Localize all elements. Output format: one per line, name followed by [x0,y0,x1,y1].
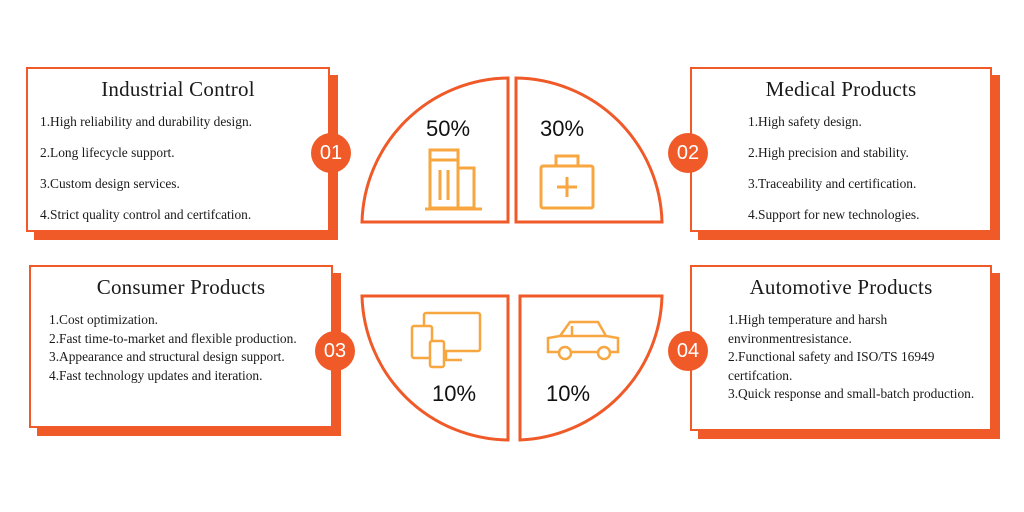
list-item: 3.Traceability and certification. [748,176,917,191]
badge-01: 01 [311,133,351,173]
card-consumer-products: Consumer Products 1.Cost optimization. 2… [29,265,341,436]
card-title: Automotive Products [749,275,933,299]
building-icon [425,148,482,211]
card-industrial-control: Industrial Control 1.High reliability an… [26,67,338,240]
card-list: 1.High safety design. 2.High precision a… [748,113,988,237]
card-title: Industrial Control [101,77,255,101]
segment-bottom-right [518,294,664,442]
badge-04: 04 [668,331,708,371]
card-box [690,67,992,232]
list-item: 2.High precision and stability. [748,145,909,160]
list-item: 1.Cost optimization. [49,312,158,327]
card-medical-products: Medical Products 1.High safety design. 2… [690,67,1000,240]
percent-label: 30% [540,116,585,141]
card-box [26,67,330,232]
percent-label: 10% [546,381,591,406]
list-item: 2.Fast time-to-market and flexible produ… [49,330,297,346]
list-item: 1.High reliability and durability design… [40,114,252,129]
list-item: 2.Functional safety and ISO/TS 16949 cer… [728,349,935,383]
medical-kit-icon [539,154,595,210]
list-item: 3.Quick response and small-batch product… [728,386,975,401]
card-title: Consumer Products [96,275,266,299]
badge-02: 02 [668,133,708,173]
list-item: 1.High temperature and harsh environment… [728,312,888,346]
list-item: 4.Support for new technologies. [748,207,920,222]
card-list: 1.High reliability and durability design… [40,113,330,237]
card-automotive-products: Automotive Products 1.High temperature a… [690,265,1000,439]
card-list: 1.High temperature and harsh environment… [728,311,978,404]
card-list: 1.Cost optimization. 2.Fast time-to-mark… [49,311,311,385]
card-box [690,265,992,431]
percent-label: 10% [432,381,477,406]
list-item: 4.Strict quality control and certifcatio… [40,207,252,222]
list-item: 2.Long lifecycle support. [40,145,175,160]
card-box [29,265,333,428]
list-item: 1.High safety design. [748,114,862,129]
percent-label: 50% [426,116,471,141]
car-icon [546,320,620,361]
list-item: 3.Appearance and structural design suppo… [49,349,285,364]
badge-03: 03 [315,331,355,371]
card-title: Medical Products [765,77,917,101]
segment-top-right [514,76,664,224]
list-item: 4.Fast technology updates and iteration. [49,367,263,383]
list-item: 3.Custom design services. [40,176,180,191]
devices-icon [410,311,482,369]
